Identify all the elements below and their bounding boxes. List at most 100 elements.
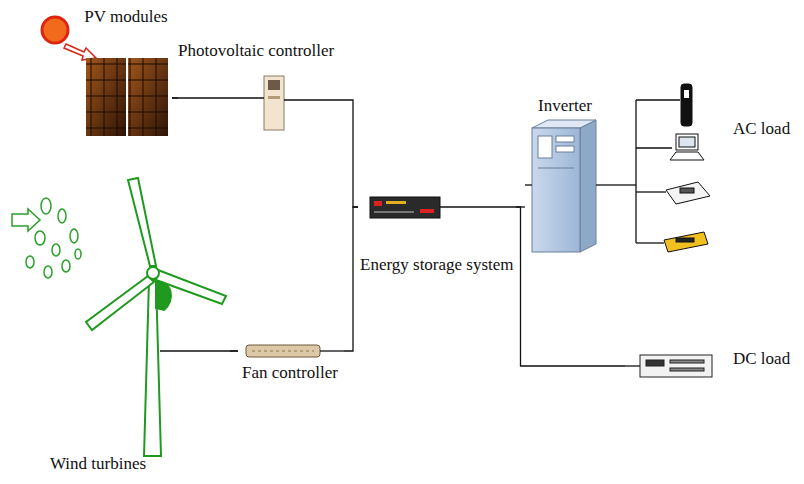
- illustration-part: [420, 209, 434, 213]
- illustration-part: [268, 80, 280, 90]
- component-label: AC load: [733, 120, 790, 139]
- wind-turbine: [86, 178, 226, 456]
- illustration-part: [556, 146, 574, 152]
- illustration-part: [640, 355, 712, 377]
- component-label: PV modules: [84, 8, 167, 27]
- illustration-part: [147, 267, 159, 279]
- illustration-part: [86, 58, 126, 136]
- pv-controller-device: [264, 76, 284, 130]
- illustration-part: [58, 209, 66, 223]
- pv-module-group: PV modules: [80, 6, 172, 138]
- illustration-part: [62, 260, 70, 272]
- component-label: Photovoltaic controller: [178, 42, 334, 61]
- illustration-part: [70, 229, 78, 243]
- connector-wire: [172, 97, 178, 98]
- illustration-part: [670, 152, 704, 160]
- illustration-part: [86, 58, 126, 136]
- inverter-unit: Inverter: [525, 95, 605, 257]
- illustration-part: [625, 184, 636, 185]
- illustration-part: [374, 201, 382, 206]
- illustration-part: [636, 191, 666, 192]
- illustration-part: [35, 231, 45, 245]
- controller-unit: Fan controller: [238, 336, 344, 388]
- component-label: Wind turbines: [50, 455, 146, 474]
- component-label: DC load: [733, 350, 790, 369]
- illustration-part: [246, 345, 320, 357]
- illustration-part: [625, 365, 640, 366]
- illustration-part: [680, 188, 694, 193]
- illustration-part: [596, 184, 605, 185]
- energy-storage-device: [370, 197, 440, 218]
- wire: [160, 98, 680, 366]
- illustration-part: [52, 244, 60, 256]
- wind-turbine-unit: Wind turbines: [8, 175, 230, 480]
- illustration-part: [670, 360, 704, 363]
- illustration-part: [128, 58, 168, 136]
- component-label: Fan controller: [242, 364, 338, 383]
- illustration-part: [42, 17, 68, 43]
- illustration-part: [128, 58, 168, 136]
- component-label: Inverter: [538, 97, 592, 116]
- connector-wire: [516, 207, 625, 366]
- illustration-part: [636, 242, 664, 243]
- illustration-part: [670, 368, 704, 371]
- illustration-part: [156, 282, 171, 310]
- illustration-part: [532, 128, 580, 252]
- illustration-part: [370, 197, 440, 218]
- storage-unit: Energy storage system: [358, 190, 516, 282]
- dc-load-device: [640, 355, 712, 377]
- illustration-part: [252, 351, 314, 352]
- illustration-part: [532, 120, 596, 128]
- illustration-part: [172, 97, 264, 98]
- illustration-part: [160, 350, 238, 351]
- connector-wire: [230, 350, 238, 351]
- component-label: Energy storage system: [360, 256, 514, 275]
- illustration-part: [538, 168, 574, 169]
- load-group: AC load: [625, 80, 800, 260]
- illustration-part: [580, 120, 596, 252]
- illustration-part: [646, 360, 664, 366]
- illustration-part: [374, 211, 414, 213]
- illustration-part: [636, 147, 672, 148]
- connector-wire: [605, 184, 625, 185]
- illustration-part: [386, 201, 406, 204]
- illustration-part: [268, 96, 280, 99]
- connector-wire: [344, 207, 358, 351]
- illustration-part: [666, 182, 710, 204]
- illustration-part: [681, 84, 692, 126]
- illustration-part: [684, 90, 689, 98]
- illustration-part: [679, 137, 695, 147]
- illustration-part: [538, 136, 552, 158]
- illustration-part: [264, 76, 284, 130]
- illustration-part: [636, 99, 680, 100]
- illustration-part: [75, 249, 81, 259]
- sun-symbol: [42, 17, 68, 43]
- illustration-part: [41, 198, 51, 214]
- illustration-part: [44, 266, 52, 278]
- illustration-part: [556, 136, 574, 142]
- wind-symbol: [12, 198, 81, 278]
- illustration-part: [676, 134, 698, 150]
- ac-load-devices: [664, 84, 710, 252]
- illustration-part: [128, 178, 156, 266]
- controller-unit: Photovoltaic controller: [178, 40, 348, 135]
- connector-wire: [348, 100, 358, 207]
- load-unit: DC load: [625, 338, 800, 386]
- illustration-part: [525, 184, 532, 185]
- pv-panels: [86, 58, 168, 136]
- illustration-part: [284, 99, 348, 100]
- inverter-device: [532, 120, 596, 252]
- illustration-part: [26, 256, 34, 268]
- illustration-part: [320, 350, 344, 351]
- illustration-part: [676, 238, 694, 242]
- illustration-part: [86, 276, 154, 330]
- illustration-part: [635, 100, 636, 243]
- illustration-part: [664, 232, 708, 252]
- illustration-part: [12, 209, 40, 231]
- fan-controller-device: [246, 345, 320, 357]
- sunlight-arrow: [64, 44, 96, 60]
